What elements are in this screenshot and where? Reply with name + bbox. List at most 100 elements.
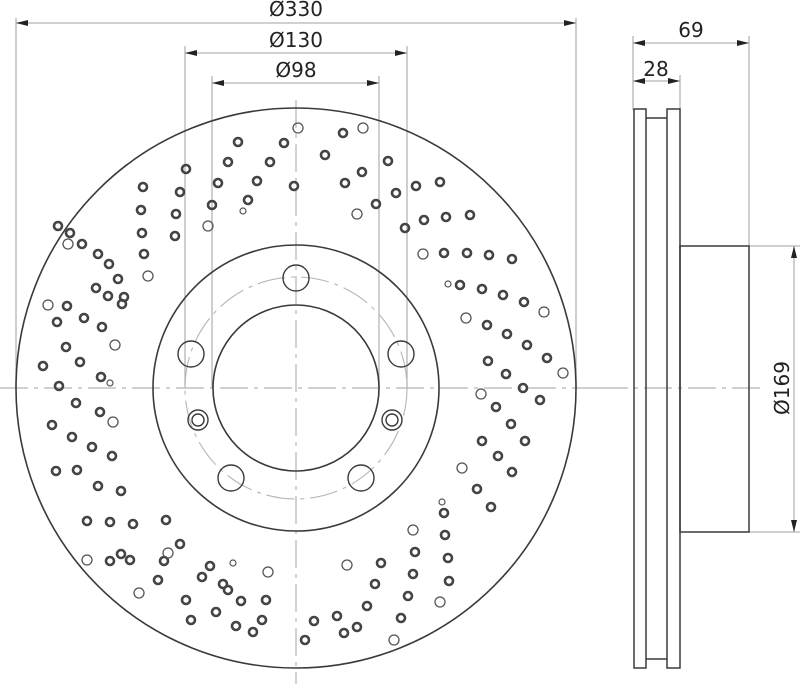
drilled-hole xyxy=(104,516,116,528)
open-hole xyxy=(109,339,121,351)
open-hole xyxy=(407,524,419,536)
drilled-hole xyxy=(505,418,517,430)
drilled-hole xyxy=(94,406,106,418)
drilled-hole xyxy=(506,466,518,478)
open-hole xyxy=(557,367,569,379)
drilled-hole xyxy=(115,485,127,497)
drilled-hole xyxy=(51,316,63,328)
drilled-hole xyxy=(115,548,127,560)
drilled-hole xyxy=(485,501,497,513)
drilled-hole xyxy=(361,600,373,612)
drilled-hole xyxy=(534,394,546,406)
drilled-hole xyxy=(461,247,473,259)
small-hole xyxy=(444,280,452,288)
drilled-holes xyxy=(37,127,553,646)
open-hole xyxy=(142,270,154,282)
open-hole xyxy=(538,306,550,318)
drilled-hole xyxy=(204,560,216,572)
drilled-hole xyxy=(230,620,242,632)
drilled-hole xyxy=(481,319,493,331)
drilled-hole xyxy=(50,465,62,477)
drilled-hole xyxy=(86,441,98,453)
pcd-circle xyxy=(184,276,408,500)
drilled-hole xyxy=(490,401,502,413)
hub-outer-edge xyxy=(152,244,440,532)
drilled-hole xyxy=(399,222,411,234)
drilled-hole xyxy=(438,247,450,259)
drilled-hole xyxy=(137,181,149,193)
open-hole xyxy=(388,634,400,646)
drilled-hole xyxy=(102,290,114,302)
drilled-hole xyxy=(439,529,451,541)
drilled-hole xyxy=(92,248,104,260)
drilled-hole xyxy=(64,227,76,239)
drilled-hole xyxy=(264,156,276,168)
dimension-lines xyxy=(15,18,800,533)
drilled-hole xyxy=(242,194,254,206)
drilled-hole xyxy=(418,214,430,226)
drilled-hole xyxy=(106,450,118,462)
drilled-hole xyxy=(112,273,124,285)
drilled-hole xyxy=(390,187,402,199)
center-bore xyxy=(212,304,380,472)
drilled-hole xyxy=(180,163,192,175)
drilled-hole xyxy=(497,289,509,301)
drilled-hole xyxy=(210,606,222,618)
open-hole xyxy=(162,547,174,559)
bore-diameter-label: Ø98 xyxy=(275,58,316,82)
threaded-hole-outer xyxy=(187,409,209,431)
disc-outer-edge xyxy=(15,107,577,669)
open-hole xyxy=(434,596,446,608)
drilled-hole xyxy=(375,557,387,569)
open-hole xyxy=(62,238,74,250)
drilled-hole xyxy=(46,419,58,431)
drilled-hole xyxy=(482,355,494,367)
drilled-hole xyxy=(410,180,422,192)
drilled-hole xyxy=(95,371,107,383)
open-hole xyxy=(456,462,468,474)
disc-side-view xyxy=(633,108,750,669)
open-hole xyxy=(42,299,54,311)
drilled-hole xyxy=(196,571,208,583)
open-holes xyxy=(42,122,569,646)
drilled-hole xyxy=(76,238,88,250)
open-hole xyxy=(417,248,429,260)
drilled-hole xyxy=(319,149,331,161)
drilled-hole xyxy=(299,634,311,646)
bolt-hole xyxy=(387,340,415,368)
hat-diameter-label: Ø169 xyxy=(770,361,794,415)
drilled-hole xyxy=(500,368,512,380)
drilled-hole xyxy=(521,339,533,351)
drilled-hole xyxy=(519,435,531,447)
drilled-hole xyxy=(81,515,93,527)
drilled-hole xyxy=(92,480,104,492)
open-hole xyxy=(341,559,353,571)
open-hole xyxy=(133,587,145,599)
drilled-hole xyxy=(135,204,147,216)
drilled-hole xyxy=(483,249,495,261)
centerlines xyxy=(0,100,765,684)
drilled-hole xyxy=(158,555,170,567)
drilled-hole xyxy=(541,352,553,364)
open-hole xyxy=(460,312,472,324)
drilled-hole xyxy=(217,578,229,590)
drilled-hole xyxy=(247,626,259,638)
drilled-hole xyxy=(127,518,139,530)
small-hole xyxy=(229,559,237,567)
drilled-hole xyxy=(434,176,446,188)
drilled-hole xyxy=(501,328,513,340)
disc-thickness-label: 28 xyxy=(643,57,668,81)
threaded-hole-inner xyxy=(385,413,399,427)
drilled-hole xyxy=(351,621,363,633)
threaded-hole-outer xyxy=(381,409,403,431)
drilled-hole xyxy=(443,575,455,587)
drilled-hole xyxy=(382,155,394,167)
drilled-hole xyxy=(136,227,148,239)
drilled-hole xyxy=(476,435,488,447)
small-hole xyxy=(106,379,114,387)
drilled-hole xyxy=(74,356,86,368)
drilled-hole xyxy=(53,380,65,392)
drilled-hole xyxy=(308,615,320,627)
bolt-hole xyxy=(347,464,375,492)
drilled-hole xyxy=(407,568,419,580)
